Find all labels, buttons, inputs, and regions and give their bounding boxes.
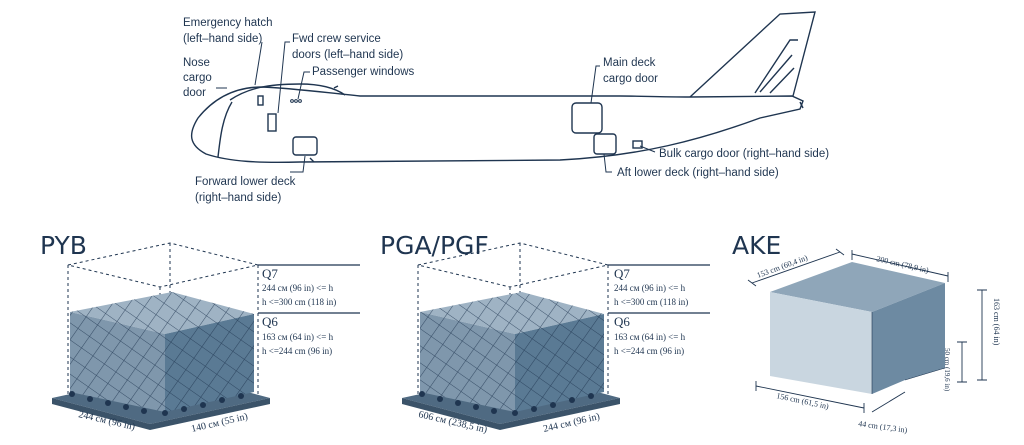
nose-door-seam [217, 101, 233, 158]
q6-line1: 163 см (64 in) <= h [262, 332, 334, 342]
container-front [770, 292, 872, 394]
container-top [770, 262, 945, 312]
tie-down-points [419, 391, 594, 416]
dimension-lines [747, 248, 987, 413]
height-envelope [417, 242, 609, 420]
label-bulk-cargo-door: Bulk cargo door (right–hand side) [659, 148, 829, 160]
fuselage-outline [190, 86, 804, 164]
label-forward-lower-deck: Forward lower deck (right–hand side) [195, 176, 299, 204]
q6-line1: 163 см (64 in) <= h [614, 332, 686, 342]
cargo-net [70, 292, 254, 412]
q6-line2: h <=244 cm (96 in) [262, 346, 332, 356]
pallet-title: PGA/PGF [380, 231, 489, 260]
container-title: AKE [732, 231, 781, 260]
label-main-deck-cargo-door: Main deck cargo door [603, 57, 659, 85]
q7-line2: h <=300 cm (118 in) [262, 297, 336, 307]
q7-line2: h <=300 cm (118 in) [614, 297, 688, 307]
q7-line1: 244 см (96 in) <= h [262, 283, 334, 293]
pallet-pga-pgf: PGA/PGF Q7 244 см (96 in) <= h h <=300 c… [380, 231, 710, 436]
height-envelope [67, 242, 259, 420]
passenger-window-dots [290, 99, 302, 103]
dim-lower-height: 50 cm (19,6 in) [943, 348, 951, 392]
q7-code: Q7 [614, 266, 630, 281]
tail-fin [689, 11, 816, 98]
container-contour [871, 312, 946, 394]
label-fwd-crew-doors: Fwd crew service doors (left–hand side) [292, 33, 403, 61]
container-side [872, 283, 945, 394]
label-emergency-hatch: Emergency hatch (left–hand side) [183, 17, 276, 45]
fuselage-detail [309, 85, 804, 163]
pallet-pyb: PYB Q7 244 см (96 in) <= h h <=300 cm (1… [40, 231, 360, 435]
dim-height-right: 163 cm (64 in) [992, 298, 1001, 346]
tail-stripe [759, 54, 795, 94]
label-passenger-windows: Passenger windows [312, 66, 415, 78]
crew-door-shape [267, 113, 277, 132]
container-ake: AKE 153 cm (60,4 in) 200 cm (78,9 in) 16… [732, 231, 1001, 435]
tail-rudder [754, 39, 798, 94]
q6-code: Q6 [262, 314, 278, 329]
aircraft-side-view [190, 11, 816, 173]
q7-line1: 244 см (96 in) <= h [614, 283, 686, 293]
label-nose-cargo-door: Nose cargo door [183, 57, 215, 99]
main-deck-door-shape [571, 102, 603, 134]
q7-code: Q7 [262, 266, 278, 281]
bulk-door-shape [632, 140, 643, 149]
dim-base-front: 156 cm (61,5 in) [776, 391, 830, 411]
height-class-lines [258, 264, 360, 314]
upper-deck-hump [229, 83, 346, 101]
aft-lower-door-shape [593, 133, 617, 155]
dim-base-side: 44 cm (17,3 in) [858, 419, 908, 435]
leader-lines [216, 41, 656, 173]
q6-line2: h <=244 cm (96 in) [614, 346, 684, 356]
fwd-lower-door-shape [292, 136, 318, 156]
q6-code: Q6 [614, 314, 630, 329]
tie-down-points [69, 391, 244, 416]
hatch-shape [257, 95, 264, 106]
height-class-lines [608, 264, 710, 314]
label-aft-lower-deck: Aft lower deck (right–hand side) [617, 167, 779, 179]
cargo-net [420, 292, 604, 412]
pallet-title: PYB [40, 231, 87, 260]
